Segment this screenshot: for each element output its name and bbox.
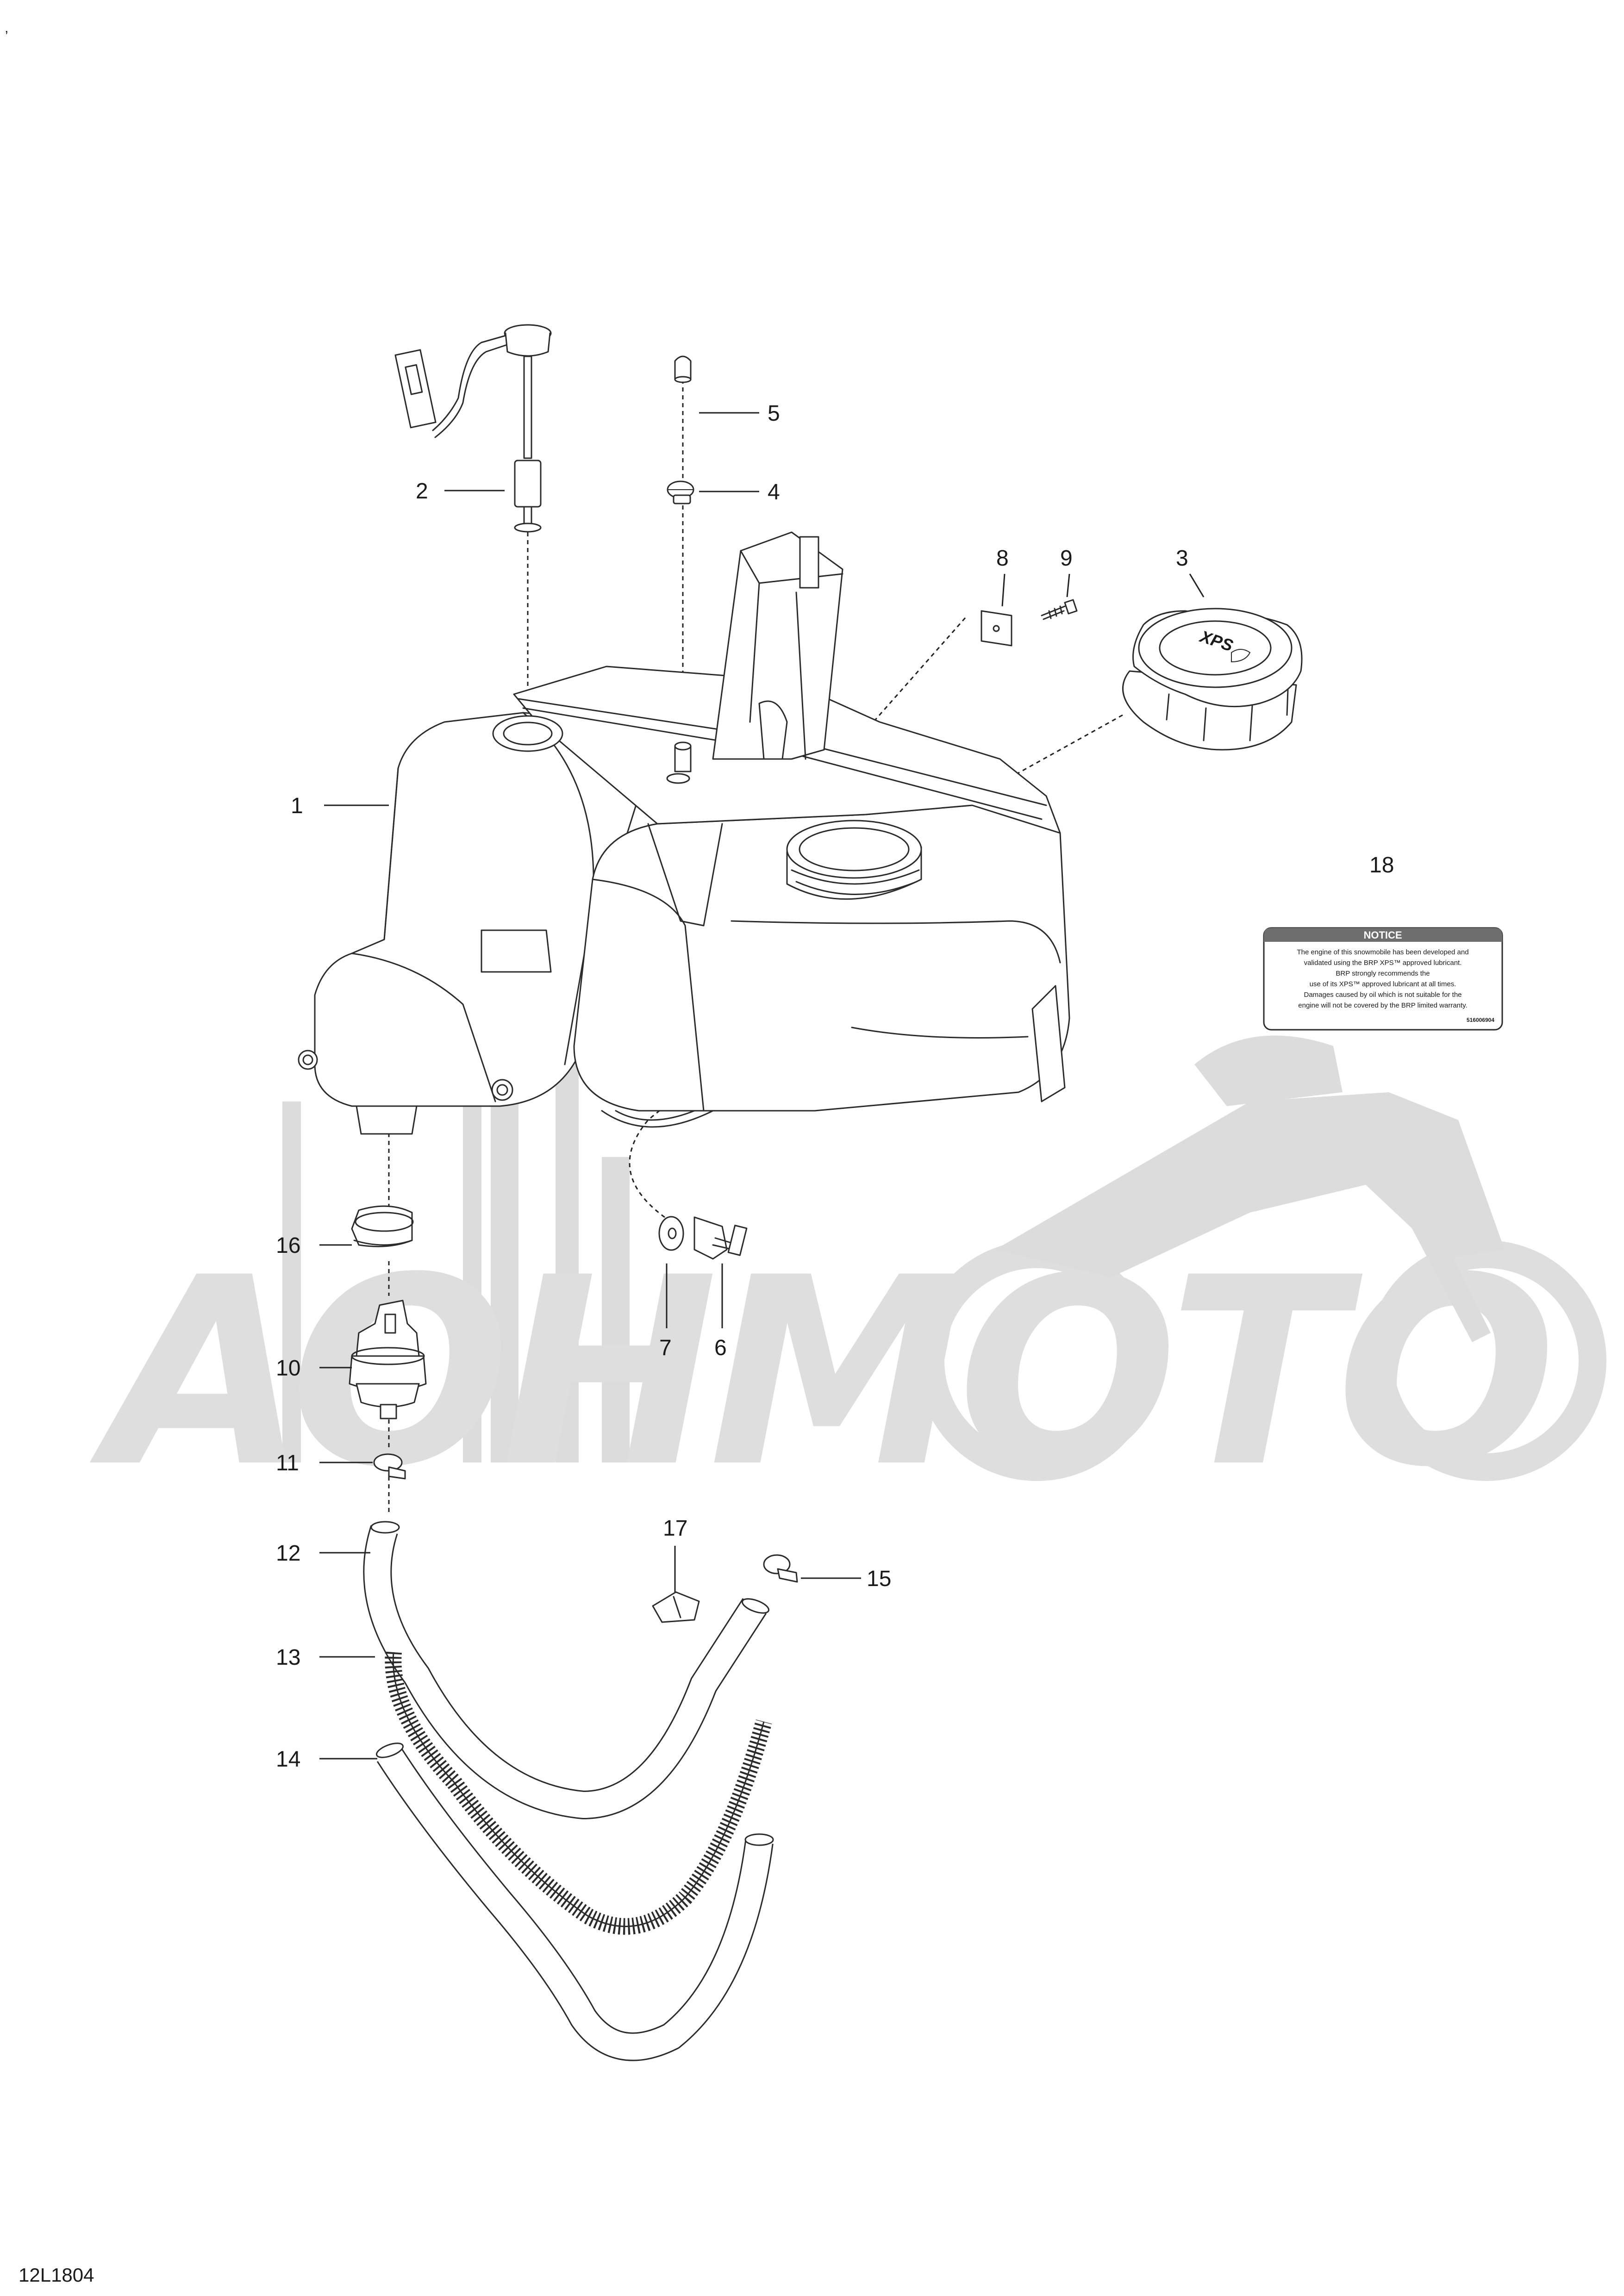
- notice-line-2: validated using the BRP XPS™ approved lu…: [1304, 959, 1462, 967]
- notice-line-4: use of its XPS™ approved lubricant at al…: [1310, 980, 1456, 988]
- bolt-6: [693, 1216, 748, 1260]
- corner-mark: ,: [5, 20, 8, 36]
- callout-9: 9: [1060, 546, 1073, 571]
- retainer-plate-8: [981, 610, 1012, 647]
- washer-7: [658, 1216, 684, 1251]
- hose-holder-17: [652, 1591, 700, 1623]
- callout-leaders: [319, 412, 1205, 1760]
- callout-11: 11: [276, 1451, 299, 1475]
- callout-18: 18: [1369, 853, 1394, 877]
- notice-part-code: 516006904: [1467, 1017, 1494, 1023]
- hose-clamp-11: [373, 1453, 406, 1480]
- motorcycle-silhouette-icon: [917, 1035, 1606, 1481]
- callout-14: 14: [276, 1747, 300, 1772]
- callout-4: 4: [768, 480, 780, 504]
- callout-6: 6: [714, 1336, 727, 1360]
- callout-numbers: 1 2 3 4 5 6 7 8 9 10 11 12 13 14 15 16 1…: [276, 401, 1394, 1772]
- oil-tank: [298, 531, 1070, 1135]
- oil-hose-14: [376, 1742, 774, 2061]
- callout-12: 12: [276, 1541, 300, 1566]
- oil-cap: XPS: [1122, 608, 1303, 751]
- notice-heading: NOTICE: [1363, 929, 1402, 941]
- retaining-ring-16: [351, 1205, 414, 1247]
- callout-5: 5: [768, 401, 780, 426]
- oil-filter-10: [349, 1300, 427, 1419]
- callout-17: 17: [663, 1516, 687, 1541]
- hose-clamp-4: [667, 480, 694, 504]
- notice-label-18: NOTICE The engine of this snowmobile has…: [1263, 927, 1503, 1031]
- notice-line-5: Damages caused by oil which is not suita…: [1304, 991, 1462, 999]
- callout-1: 1: [291, 794, 303, 818]
- callout-13: 13: [276, 1645, 300, 1670]
- callout-16: 16: [276, 1233, 300, 1258]
- vent-plug-5: [674, 355, 692, 383]
- watermark-text: AOHMOTO: [86, 1222, 1551, 1524]
- callout-15: 15: [867, 1567, 891, 1591]
- callout-2: 2: [416, 479, 428, 504]
- notice-line-1: The engine of this snowmobile has been d…: [1297, 948, 1468, 956]
- hose-clamp-15: [763, 1554, 798, 1583]
- oil-hose-12: [363, 1521, 769, 1820]
- callout-8: 8: [996, 546, 1009, 571]
- callout-10: 10: [276, 1356, 300, 1381]
- protective-spring-13: [385, 1651, 772, 1935]
- oil-level-sensor: [394, 324, 552, 533]
- screw-9: [1041, 599, 1078, 620]
- notice-line-6: engine will not be covered by the BRP li…: [1298, 1002, 1467, 1009]
- callout-7: 7: [659, 1336, 672, 1360]
- notice-line-3: BRP strongly recommends the: [1336, 970, 1430, 977]
- callout-3: 3: [1176, 546, 1188, 571]
- drawing-code: 12L1804: [19, 2264, 94, 2286]
